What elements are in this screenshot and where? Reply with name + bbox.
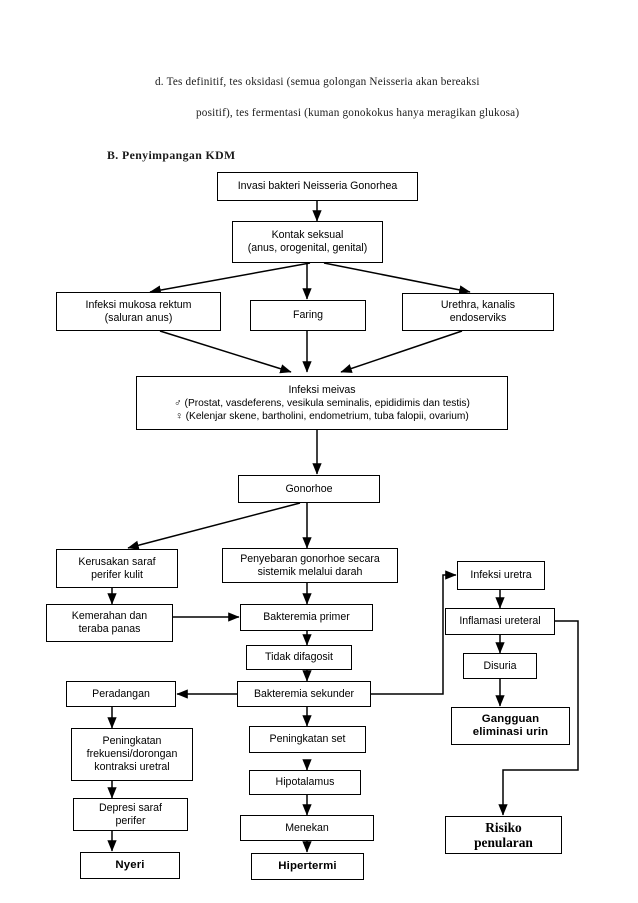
- node-label: Peningkatan set: [269, 733, 346, 745]
- node-label: Invasi bakteri Neisseria Gonorhea: [237, 180, 398, 192]
- node-gangguan-eliminasi-urin[interactable]: Gangguan eliminasi urin: [451, 707, 570, 745]
- node-label: Penyebaran gonorhoe secara sistemik mela…: [240, 552, 380, 578]
- node-inflamasi-ureteral[interactable]: Inflamasi ureteral: [445, 608, 555, 635]
- node-label: Bakteremia primer: [263, 611, 350, 623]
- node-peradangan[interactable]: Peradangan: [66, 681, 176, 707]
- node-peningkatan-set[interactable]: Peningkatan set: [249, 726, 366, 753]
- node-label: Hipotalamus: [275, 776, 335, 788]
- node-label: Peningkatan frekuensi/dorongan kontraksi…: [86, 735, 178, 773]
- node-invasi-bakteri[interactable]: Invasi bakteri Neisseria Gonorhea: [217, 172, 418, 201]
- node-label: Risiko penularan: [474, 820, 533, 850]
- node-nyeri[interactable]: Nyeri: [80, 852, 180, 879]
- node-penyebaran-gonorhoe[interactable]: Penyebaran gonorhoe secara sistemik mela…: [222, 548, 398, 583]
- node-label: Kemerahan dan teraba panas: [71, 610, 148, 635]
- node-depresi-saraf-perifer[interactable]: Depresi saraf perifer: [73, 798, 188, 831]
- node-label: Kerusakan saraf perifer kulit: [78, 555, 156, 581]
- node-disuria[interactable]: Disuria: [463, 653, 537, 679]
- node-kerusakan-saraf-perifer-kulit[interactable]: Kerusakan saraf perifer kulit: [56, 549, 178, 588]
- node-label: Hipertermi: [278, 860, 337, 872]
- node-menekan[interactable]: Menekan: [240, 815, 374, 841]
- section-heading: B. Penyimpangan KDM: [107, 148, 236, 162]
- node-infeksi-mukosa-rektum[interactable]: Infeksi mukosa rektum (saluran anus): [56, 292, 221, 331]
- node-label-female: ♀ (Kelenjar skene, bartholini, endometri…: [175, 410, 469, 422]
- node-label: Tidak difagosit: [265, 651, 333, 663]
- node-kemerahan-teraba-panas[interactable]: Kemerahan dan teraba panas: [46, 604, 173, 642]
- node-infeksi-uretra[interactable]: Infeksi uretra: [457, 561, 545, 590]
- node-gonorhoe[interactable]: Gonorhoe: [238, 475, 380, 503]
- node-label: Menekan: [285, 821, 329, 834]
- node-label: Gonorhoe: [285, 482, 333, 495]
- node-peningkatan-frekuensi[interactable]: Peningkatan frekuensi/dorongan kontraksi…: [71, 728, 193, 781]
- node-label-title: Infeksi meivas: [288, 383, 356, 396]
- node-kontak-seksual[interactable]: Kontak seksual (anus, orogenital, genita…: [232, 221, 383, 263]
- node-faring[interactable]: Faring: [250, 300, 366, 331]
- node-label: Kontak seksual (anus, orogenital, genita…: [247, 229, 368, 254]
- node-label: Bakteremia sekunder: [253, 687, 355, 700]
- node-hipotalamus[interactable]: Hipotalamus: [249, 770, 361, 795]
- node-label: Peradangan: [92, 687, 150, 700]
- node-label-male: ♂ (Prostat, vasdeferens, vesikula semina…: [174, 397, 470, 409]
- node-label: Faring: [292, 309, 324, 321]
- node-label: Depresi saraf perifer: [99, 801, 162, 827]
- node-label: Urethra, kanalis endoserviks: [440, 299, 516, 324]
- node-risiko-penularan[interactable]: Risiko penularan: [445, 816, 562, 854]
- node-urethra-kanalis-endoserviks[interactable]: Urethra, kanalis endoserviks: [402, 293, 554, 331]
- node-label: Disuria: [483, 659, 517, 672]
- node-label: Gangguan eliminasi urin: [472, 713, 549, 738]
- node-label: Infeksi uretra: [470, 569, 532, 581]
- node-label: Inflamasi ureteral: [459, 615, 541, 627]
- node-infeksi-meivas[interactable]: Infeksi meivas ♂ (Prostat, vasdeferens, …: [136, 376, 508, 430]
- node-hipertermi[interactable]: Hipertermi: [251, 853, 364, 880]
- node-tidak-difagosit[interactable]: Tidak difagosit: [246, 645, 352, 670]
- node-label: Infeksi mukosa rektum (saluran anus): [85, 298, 192, 324]
- intro-line-2: positif), tes fermentasi (kuman gonokoku…: [196, 107, 520, 119]
- intro-line-1: d. Tes definitif, tes oksidasi (semua go…: [155, 76, 480, 88]
- node-label: Nyeri: [115, 859, 145, 871]
- node-bakteremia-sekunder[interactable]: Bakteremia sekunder: [237, 681, 371, 707]
- node-bakteremia-primer[interactable]: Bakteremia primer: [240, 604, 373, 631]
